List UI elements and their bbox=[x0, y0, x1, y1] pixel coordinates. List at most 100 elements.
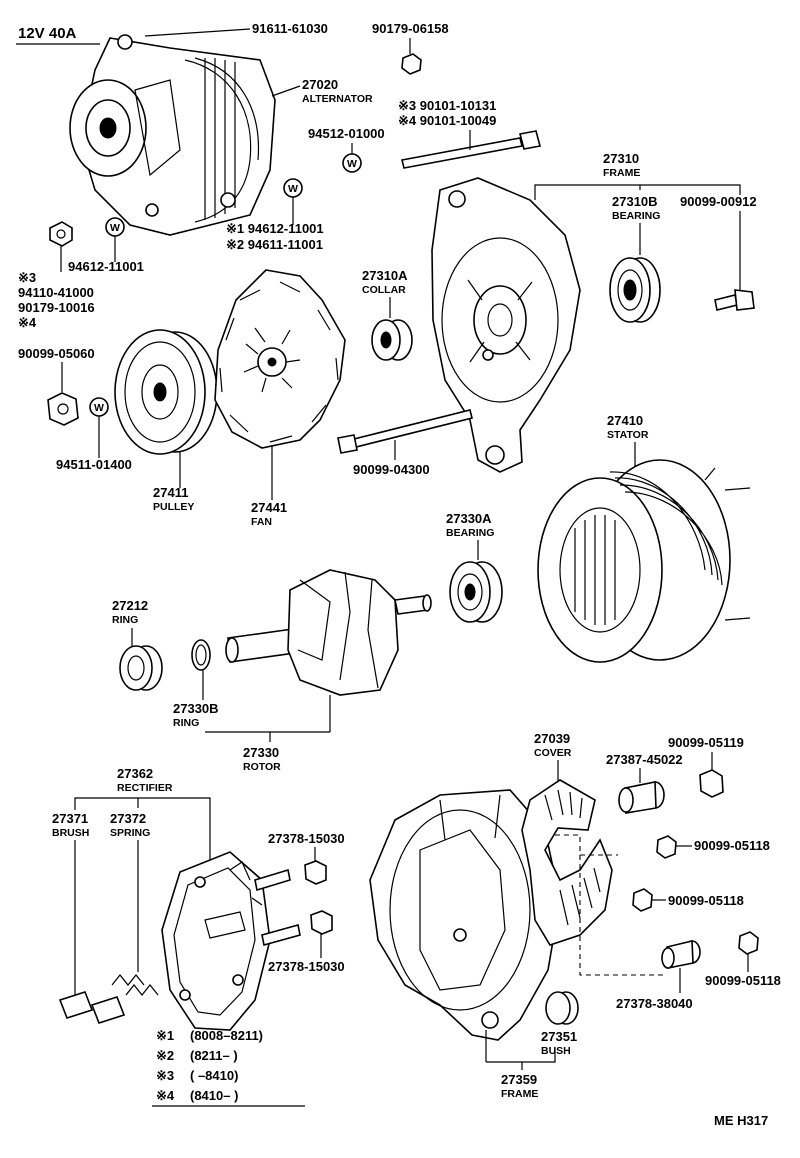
label-27362: 27362 bbox=[117, 766, 153, 781]
label-27212: 27212 bbox=[112, 598, 148, 613]
label-94110-41000: 94110-41000 bbox=[18, 285, 94, 300]
washer-mark: W bbox=[288, 183, 298, 195]
terminal-bolt-upper bbox=[254, 868, 291, 892]
label-90179-10016: 90179-10016 bbox=[18, 300, 95, 315]
legend-mark-1: ※1 bbox=[156, 1028, 174, 1043]
label-27330: 27330 bbox=[243, 745, 279, 760]
label-94511-01400: 94511-01400 bbox=[56, 457, 132, 472]
ring-27330B-drawing bbox=[191, 639, 211, 671]
long-bolt-drawing bbox=[401, 130, 541, 169]
nut-90099-05060-hole bbox=[57, 403, 69, 415]
name-cover: COVER bbox=[534, 747, 572, 759]
name-stator: STATOR bbox=[607, 429, 649, 441]
name-collar: COLLAR bbox=[362, 284, 406, 296]
label-90099-05119: 90099-05119 bbox=[668, 735, 744, 750]
name-brush: BRUSH bbox=[52, 827, 89, 839]
pulley-drawing bbox=[114, 329, 218, 455]
ring-27212-drawing bbox=[119, 645, 163, 691]
brushes-drawing bbox=[58, 991, 126, 1024]
washer-mark: W bbox=[110, 222, 120, 234]
label-90101-10049: ※4 90101-10049 bbox=[398, 113, 496, 128]
washer-94512-01000 bbox=[342, 153, 362, 173]
bush-drawing bbox=[545, 991, 579, 1025]
label-27378-15030-b: 27378-15030 bbox=[268, 959, 345, 974]
label-90101-10131: ※3 90101-10131 bbox=[398, 98, 496, 113]
nut-90099-05118-c bbox=[738, 931, 759, 955]
nut-90099-05118-b bbox=[632, 888, 653, 912]
label-27372: 27372 bbox=[110, 811, 146, 826]
label-27039: 27039 bbox=[534, 731, 570, 746]
label-27310B: 27310B bbox=[612, 194, 658, 209]
fan-drawing bbox=[214, 269, 346, 449]
nut-90099-05119 bbox=[699, 769, 724, 798]
name-spring: SPRING bbox=[110, 827, 150, 839]
ring-27330B-inner bbox=[195, 644, 207, 666]
label-90099-05060: 90099-05060 bbox=[18, 346, 95, 361]
cover-drawing bbox=[521, 779, 613, 946]
label-27387-45022: 27387-45022 bbox=[606, 752, 683, 767]
insulator-27378-38040 bbox=[661, 939, 701, 969]
label-94611-11001: ※2 94611-11001 bbox=[226, 237, 323, 252]
label-27411: 27411 bbox=[153, 485, 188, 500]
header-title: 12V 40A bbox=[18, 25, 77, 42]
nut-90099-05118-a bbox=[656, 835, 677, 859]
bolt-90099-04300 bbox=[337, 409, 473, 454]
legend-mark-2: ※2 bbox=[156, 1048, 174, 1063]
label-94612-11001-a: ※1 94612-11001 bbox=[226, 221, 324, 236]
dashed-guide bbox=[555, 834, 665, 976]
label-27410: 27410 bbox=[607, 413, 643, 428]
nut-90179-06158 bbox=[401, 53, 422, 75]
legend-range-1: (8008–8211) bbox=[190, 1028, 263, 1043]
label-27359: 27359 bbox=[501, 1072, 537, 1087]
legend-range-3: ( –8410) bbox=[190, 1068, 238, 1083]
nut-90099-05060 bbox=[47, 392, 79, 426]
nut-27378-15030-a bbox=[304, 860, 327, 885]
label-27351: 27351 bbox=[541, 1029, 577, 1044]
name-bearing-27330A: BEARING bbox=[446, 527, 494, 539]
drive-end-frame-drawing bbox=[431, 177, 581, 473]
name-rectifier: RECTIFIER bbox=[117, 782, 173, 794]
rotor-drawing bbox=[225, 569, 432, 696]
leader-27020 bbox=[271, 85, 301, 97]
bearing-27310B-drawing bbox=[609, 257, 661, 323]
nut-94110-hole bbox=[56, 229, 66, 239]
insulator-27387 bbox=[618, 781, 665, 814]
leader-91611-61030 bbox=[144, 28, 251, 37]
name-alternator: ALTERNATOR bbox=[302, 93, 373, 105]
name-bush: BUSH bbox=[541, 1045, 571, 1057]
label-90099-05118-b: 90099-05118 bbox=[668, 893, 744, 908]
screw-90099-00912 bbox=[714, 289, 755, 311]
legend-mark-4: ※4 bbox=[156, 1088, 175, 1103]
name-bearing-27310B: BEARING bbox=[612, 210, 660, 222]
label-90099-05118-c: 90099-05118 bbox=[705, 973, 781, 988]
washer-mark: W bbox=[94, 402, 104, 414]
rear-frame-drawing bbox=[369, 789, 561, 1041]
label-27441: 27441 bbox=[251, 500, 287, 515]
label-27020: 27020 bbox=[302, 77, 338, 92]
name-fan: FAN bbox=[251, 516, 272, 528]
bracket-27362 bbox=[74, 797, 211, 860]
name-frame-27359: FRAME bbox=[501, 1088, 538, 1100]
bearing-27330A-drawing bbox=[449, 561, 503, 623]
footer-code: ME H317 bbox=[714, 1113, 768, 1128]
terminal-bolt-lower bbox=[261, 923, 301, 947]
name-pulley: PULLEY bbox=[153, 501, 194, 513]
legend-range-2: (8211– ) bbox=[190, 1048, 238, 1063]
legend-mark-3: ※3 bbox=[156, 1068, 174, 1083]
label-27310A: 27310A bbox=[362, 268, 408, 283]
alternator-assembly-drawing bbox=[69, 34, 276, 236]
label-27330B: 27330B bbox=[173, 701, 219, 716]
label-27378-15030-a: 27378-15030 bbox=[268, 831, 345, 846]
rectifier-drawing bbox=[161, 851, 271, 1031]
label-90179-06158: 90179-06158 bbox=[372, 21, 449, 36]
washer-mark: W bbox=[347, 158, 357, 170]
mark-4: ※4 bbox=[18, 315, 37, 330]
springs-drawing bbox=[111, 974, 159, 996]
bracket-27359 bbox=[486, 1050, 556, 1063]
label-27330A: 27330A bbox=[446, 511, 492, 526]
label-27310: 27310 bbox=[603, 151, 639, 166]
name-ring-27330B: RING bbox=[173, 717, 199, 729]
name-ring-27212: RING bbox=[112, 614, 138, 626]
collar-drawing bbox=[371, 319, 413, 361]
